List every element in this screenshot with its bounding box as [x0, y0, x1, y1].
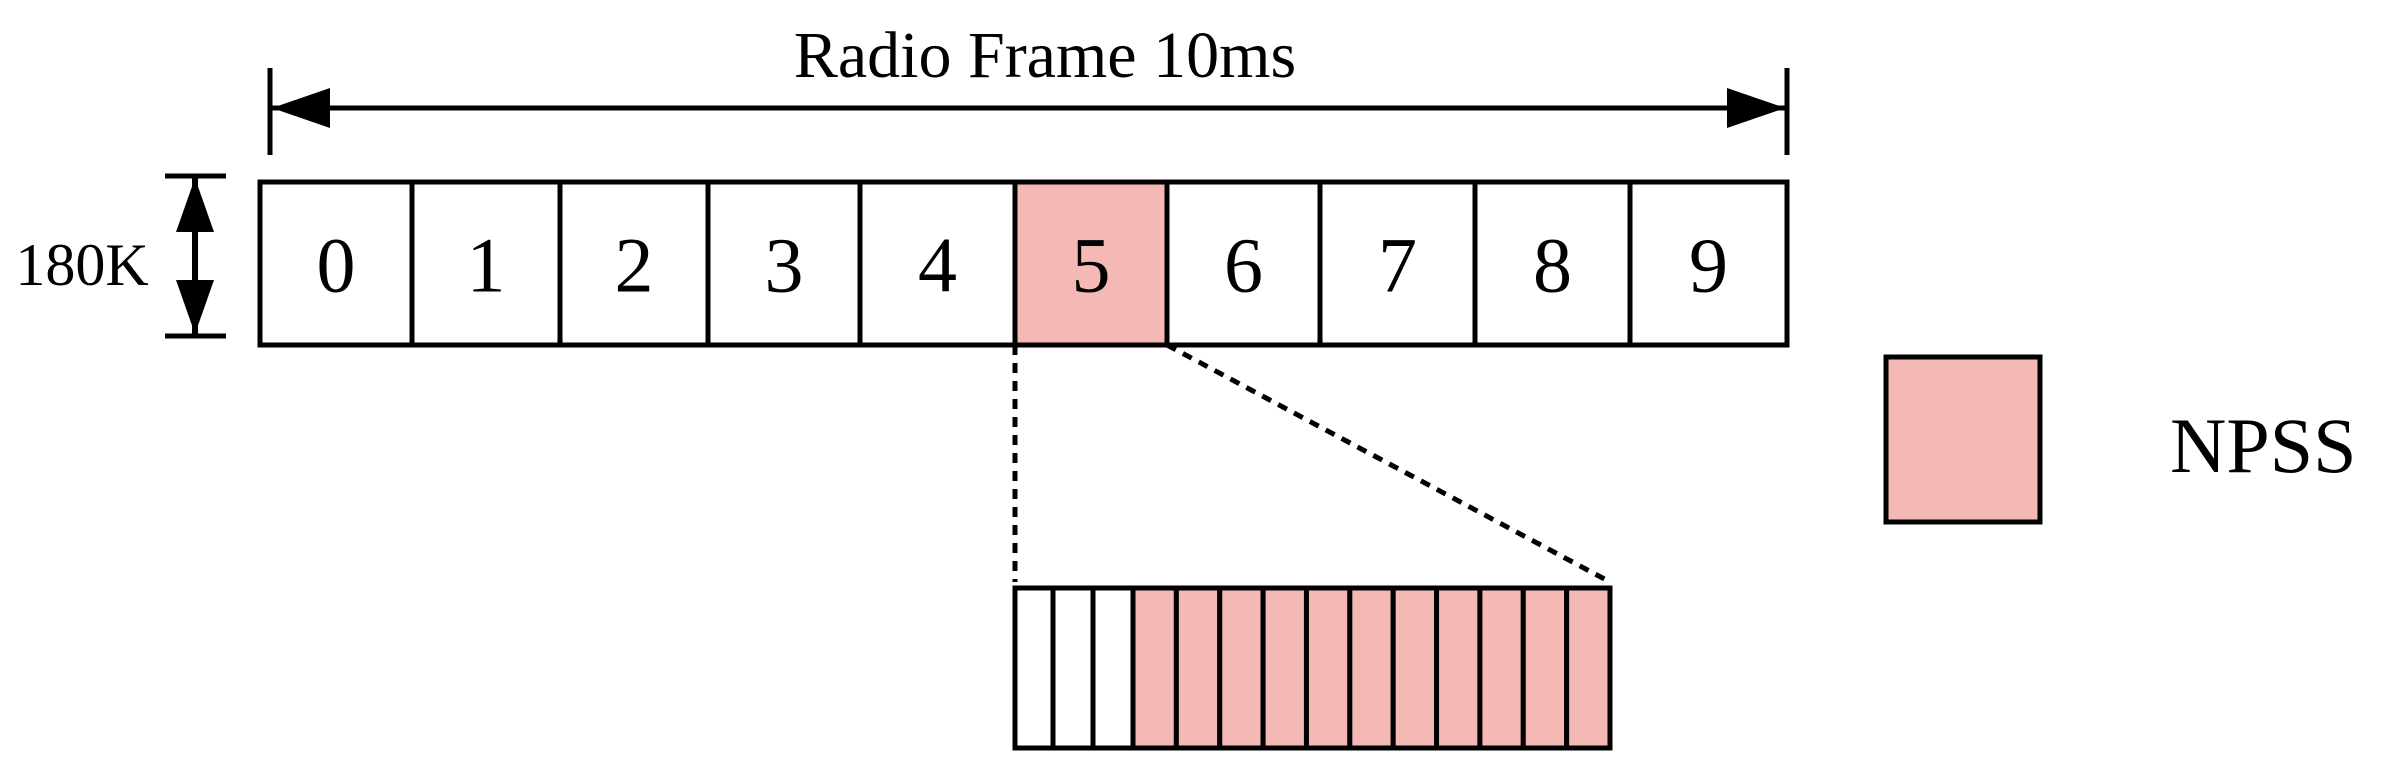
subframe-number: 0 — [317, 222, 356, 309]
subframe-row: 0 1 2 3 4 5 6 7 8 9 — [257, 179, 1790, 348]
symbol-cell-npss — [1303, 585, 1353, 751]
symbol-cell-npss — [1347, 585, 1396, 751]
subframe-cell — [1317, 179, 1478, 348]
symbol-cell-npss — [1520, 585, 1570, 751]
subframe-number: 9 — [1689, 222, 1728, 309]
symbol-cell-npss — [1130, 585, 1179, 751]
bandwidth-label: 180K — [15, 232, 148, 298]
subframe-number: 6 — [1224, 222, 1263, 309]
symbol-cell-npss — [1217, 585, 1266, 751]
symbol-cell-npss — [1477, 585, 1526, 751]
subframe-number: 5 — [1072, 222, 1111, 309]
frame-span-arrow — [267, 68, 1790, 155]
subframe-cell — [257, 179, 415, 348]
symbol-cell-npss — [1173, 585, 1223, 751]
bandwidth-arrow — [165, 173, 226, 339]
symbol-cell-npss — [1260, 585, 1309, 751]
symbol-cell-npss — [1434, 585, 1483, 751]
frame-title: Radio Frame 10ms — [794, 19, 1296, 92]
subframe-cell — [409, 179, 563, 348]
legend-label-npss: NPSS — [2170, 402, 2356, 489]
subframe-cell — [1164, 179, 1323, 348]
subframe-cell-npss — [1012, 179, 1170, 348]
symbol-cell-npss — [1390, 585, 1440, 751]
symbol-cell-empty — [1090, 585, 1136, 751]
symbol-cell-empty — [1012, 585, 1056, 751]
subframe-number: 1 — [467, 222, 506, 309]
symbol-cell-npss — [1564, 585, 1613, 751]
zoom-lines — [1012, 342, 1612, 585]
subframe-number: 3 — [765, 222, 804, 309]
legend-swatch-npss — [1883, 354, 2043, 525]
subframe-number: 7 — [1378, 222, 1417, 309]
subframe-cell — [1627, 179, 1790, 348]
symbol-cell-empty — [1050, 585, 1096, 751]
subframe-number: 2 — [615, 222, 654, 309]
npss-symbol-row — [1012, 585, 1613, 751]
subframe-cell — [1472, 179, 1633, 348]
subframe-number: 8 — [1533, 222, 1572, 309]
subframe-number: 4 — [918, 222, 957, 309]
